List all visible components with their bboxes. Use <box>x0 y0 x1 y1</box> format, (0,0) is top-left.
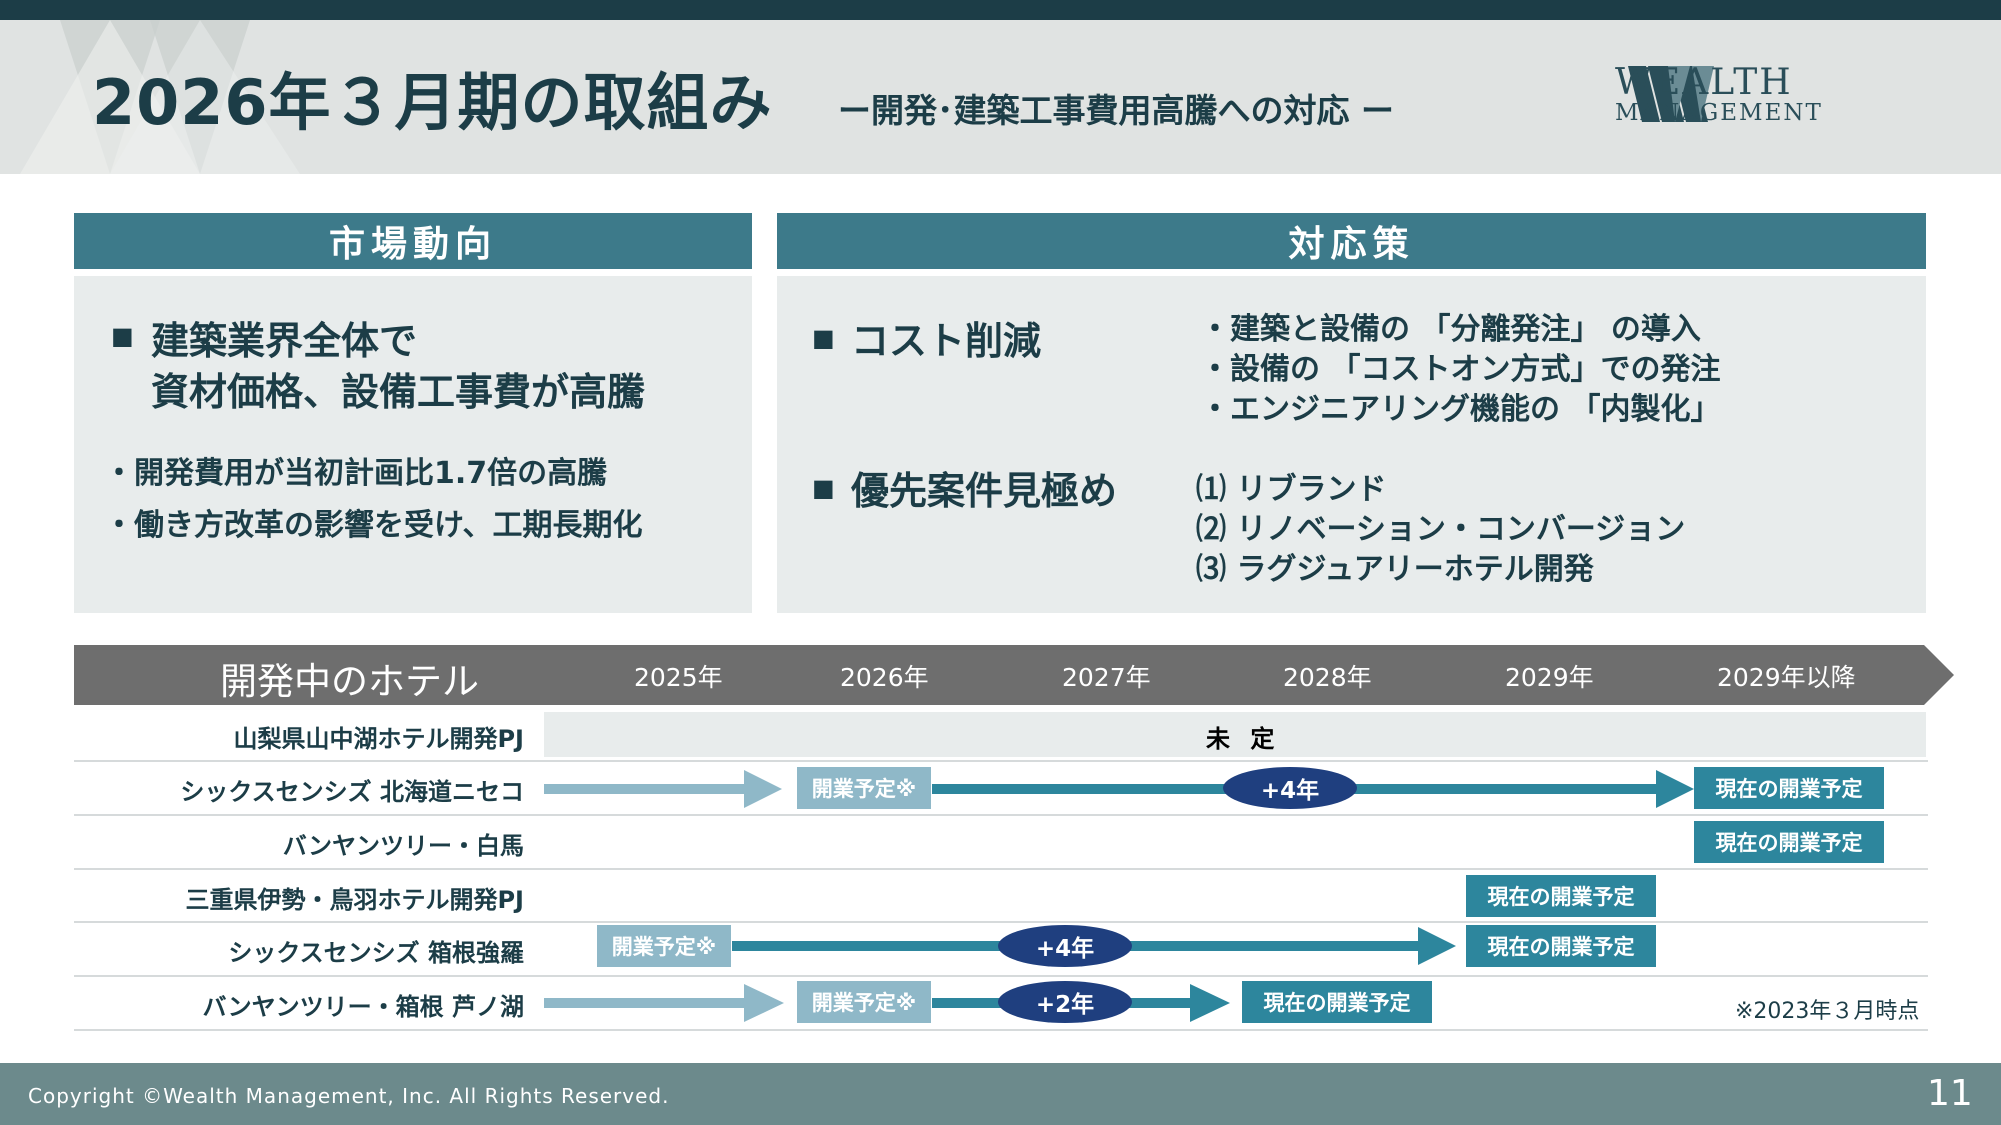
current-opening-box: 現在の開業予定 <box>1694 821 1884 863</box>
row-divider <box>74 868 1928 870</box>
row-divider <box>74 1029 1928 1031</box>
footer-bar <box>0 1063 2001 1125</box>
priority-point: ⑶ ラグジュアリーホテル開発 <box>1196 552 1594 587</box>
undecided-band <box>544 712 1926 757</box>
cost-point: ・建築と設備の 「分離発注」 の導入 <box>1200 312 1701 347</box>
timeline-title: 開発中のホテル <box>220 660 479 703</box>
cost-point: ・設備の 「コストオン方式」での発注 <box>1200 352 1721 387</box>
original-opening-box: 開業予定※ <box>797 981 931 1023</box>
year-label: 2029年 <box>1505 663 1594 692</box>
page-number: 11 <box>1927 1073 1973 1114</box>
priority-label: 優先案件見極め <box>851 469 1118 513</box>
undecided-status: 未 定 <box>1206 725 1281 753</box>
hotel-name: 山梨県山中湖ホテル開発PJ <box>233 725 524 753</box>
hotel-name: 三重県伊勢・鳥羽ホテル開発PJ <box>185 886 524 914</box>
delay-oval: +4年 <box>998 925 1132 967</box>
market-point: ・働き方改革の影響を受け、工期長期化 <box>104 508 643 543</box>
current-opening-box: 現在の開業予定 <box>1242 981 1432 1023</box>
hotel-name: バンヤンツリー・箱根 芦ノ湖 <box>202 993 524 1021</box>
priority-point: ⑴ リブランド <box>1196 472 1387 507</box>
current-opening-box: 現在の開業予定 <box>1466 875 1656 917</box>
cost-reduction-label: コスト削減 <box>851 319 1042 363</box>
timeline-header-arrow <box>74 645 1954 705</box>
hotel-name: シックスセンシズ 北海道ニセコ <box>180 778 524 806</box>
header-decoration <box>20 20 300 174</box>
row-divider <box>74 760 1928 762</box>
current-opening-box: 現在の開業予定 <box>1466 925 1656 967</box>
measures-heading: 対応策 <box>777 213 1926 269</box>
year-label: 2025年 <box>634 663 723 692</box>
market-point: ・開発費用が当初計画比1.7倍の高騰 <box>104 456 608 491</box>
market-trend-heading: 市場動向 <box>74 213 752 269</box>
copyright-text: Copyright ©Wealth Management, Inc. All R… <box>28 1084 670 1108</box>
logo-text-management: MANAGEMENT <box>1615 100 1823 126</box>
year-label: 2028年 <box>1283 663 1372 692</box>
current-opening-box: 現在の開業予定 <box>1694 767 1884 809</box>
page-title: 2026年３月期の取組み <box>92 66 773 139</box>
measures-panel <box>777 276 1926 613</box>
market-bullet-line2: 資材価格、設備工事費が高騰 <box>151 370 646 414</box>
market-bullet-line1: 建築業界全体で <box>151 319 418 363</box>
year-label: 2029年以降 <box>1717 663 1856 692</box>
priority-point: ⑵ リノベーション・コンバージョン <box>1196 512 1686 547</box>
original-opening-box: 開業予定※ <box>797 767 931 809</box>
bullet-square-icon: ■ <box>111 322 134 350</box>
market-trend-panel <box>74 276 752 613</box>
wealth-management-logo-mark <box>1628 66 1714 122</box>
row-divider <box>74 814 1928 816</box>
hotel-name: バンヤンツリー・白馬 <box>282 832 524 860</box>
top-accent-bar <box>0 0 2001 20</box>
original-opening-box: 開業予定※ <box>597 925 731 967</box>
timeline-footnote: ※2023年３月時点 <box>1735 999 1920 1024</box>
year-label: 2026年 <box>840 663 929 692</box>
delay-oval: +4年 <box>1223 767 1357 809</box>
row-divider <box>74 921 1928 923</box>
bullet-square-icon: ■ <box>812 324 835 352</box>
bullet-square-icon: ■ <box>812 474 835 502</box>
page-subtitle: ー開発･建築工事費用高騰への対応 ー <box>838 91 1394 130</box>
cost-point: ・エンジニアリング機能の 「内製化」 <box>1200 392 1721 427</box>
hotel-name: シックスセンシズ 箱根強羅 <box>228 939 524 967</box>
year-label: 2027年 <box>1062 663 1151 692</box>
row-divider <box>74 975 1928 977</box>
delay-oval: +2年 <box>998 981 1132 1023</box>
logo-text-wealth: WEALTH <box>1615 62 1793 103</box>
